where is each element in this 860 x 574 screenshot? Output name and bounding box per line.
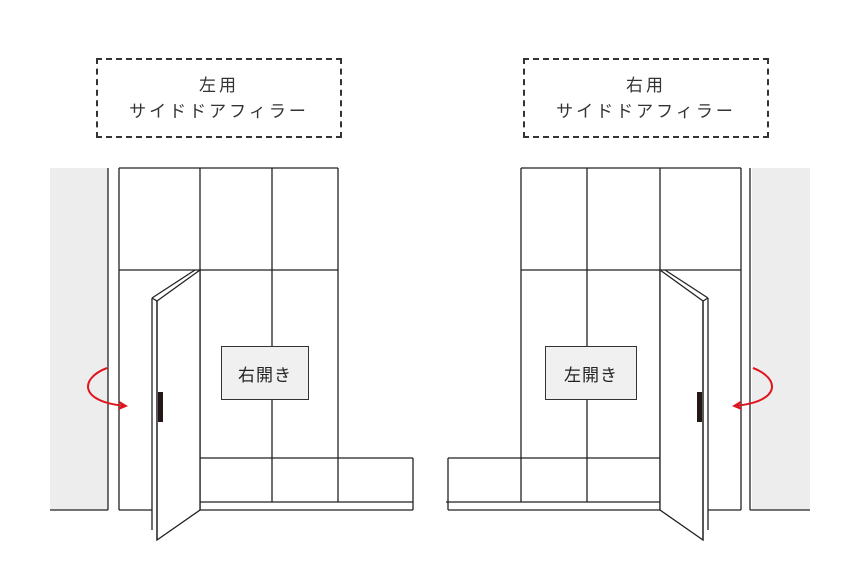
left-title-box: 左用 サイドドアフィラー xyxy=(96,58,342,138)
left-door-handle xyxy=(158,392,163,422)
right-title-line1: 右用 xyxy=(626,76,666,96)
left-wall xyxy=(50,168,108,510)
right-panel-drawing xyxy=(446,167,810,542)
left-panel-drawing xyxy=(50,167,414,542)
right-door-handle xyxy=(697,392,702,422)
right-opening-label: 左開き xyxy=(545,346,637,400)
right-title-box: 右用 サイドドアフィラー xyxy=(523,58,769,138)
right-swing-arrow-icon xyxy=(732,367,773,411)
right-title-line2: サイドドアフィラー xyxy=(556,102,736,122)
left-swing-arrow-icon xyxy=(87,367,128,411)
left-title-line1: 左用 xyxy=(199,76,239,96)
left-title-line2: サイドドアフィラー xyxy=(129,102,309,122)
right-open-door xyxy=(659,268,704,542)
left-opening-label: 右開き xyxy=(221,346,309,400)
right-wall xyxy=(752,168,810,510)
left-open-door xyxy=(156,268,201,542)
